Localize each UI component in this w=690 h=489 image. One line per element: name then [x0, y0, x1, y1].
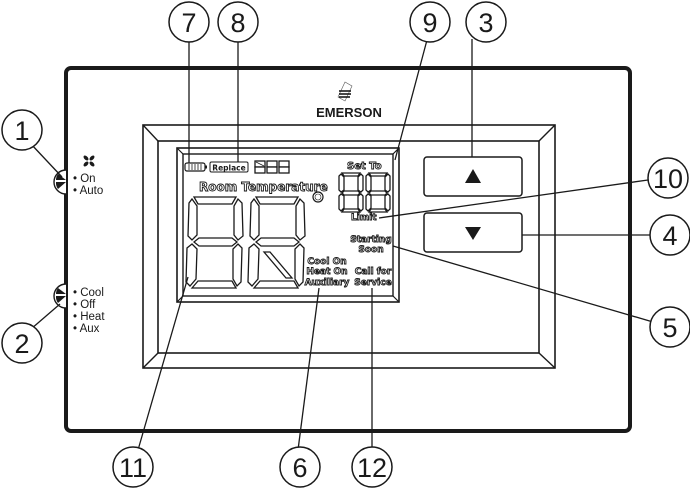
svg-text:8: 8 — [230, 8, 245, 38]
svg-text:1: 1 — [14, 116, 29, 146]
callout-8: 8 — [217, 1, 259, 43]
callout-10: 10 — [647, 157, 689, 199]
callout-6: 6 — [279, 446, 321, 488]
svg-text:4: 4 — [662, 221, 677, 251]
svg-text:6: 6 — [292, 453, 307, 483]
svg-text:12: 12 — [357, 453, 387, 483]
down-arrow-icon — [465, 227, 481, 240]
callout-12: 12 — [351, 446, 393, 488]
svg-text:7: 7 — [181, 8, 196, 38]
system-option-aux: • Aux — [73, 323, 100, 335]
svg-text:3: 3 — [478, 8, 493, 38]
fan-option-auto: • Auto — [73, 185, 103, 197]
heat-on-label: Heat On — [306, 267, 347, 277]
down-button[interactable] — [423, 212, 523, 253]
callout-7: 7 — [168, 1, 210, 43]
starting-soon-line1: Starting — [350, 235, 392, 245]
svg-text:2: 2 — [14, 329, 29, 359]
callout-5: 5 — [649, 306, 690, 348]
svg-text:5: 5 — [662, 313, 677, 343]
svg-text:11: 11 — [119, 453, 147, 483]
replace-indicator: Replace — [209, 161, 249, 173]
system-option-heat: • Heat — [73, 311, 105, 323]
fan-option-on: • On — [73, 173, 96, 185]
call-for-service-line2: Service — [354, 278, 391, 288]
battery-icon — [184, 162, 207, 172]
replace-label: Replace — [212, 164, 245, 173]
fan-icon — [83, 155, 95, 167]
system-option-cool: • Cool — [73, 287, 104, 299]
call-for-service-line1: Call for — [355, 267, 392, 277]
starting-soon-line2: Soon — [358, 245, 383, 255]
emerson-logo: EMERSON — [316, 81, 382, 120]
system-switch[interactable] — [53, 283, 67, 309]
system-option-off: • Off — [73, 299, 96, 311]
brand-name: EMERSON — [316, 105, 382, 120]
digit-1 — [185, 196, 244, 289]
svg-text:9: 9 — [422, 8, 437, 38]
callout-3: 3 — [465, 1, 507, 43]
room-temperature-digits — [185, 196, 306, 289]
thermostat-body — [64, 66, 632, 433]
degree-symbol — [312, 191, 324, 203]
callout-9: 9 — [409, 1, 451, 43]
auxiliary-label: Auxiliary — [305, 278, 350, 288]
lcd-frame — [176, 147, 400, 303]
callout-1: 1 — [1, 109, 43, 151]
cool-on-label: Cool On — [307, 257, 346, 267]
set-to-label: Set To — [347, 161, 382, 172]
callout-4: 4 — [649, 214, 690, 256]
set-to-digits — [338, 172, 391, 213]
up-arrow-icon — [465, 169, 481, 183]
bezel-frame — [142, 124, 556, 369]
svg-text:10: 10 — [653, 164, 683, 194]
up-button[interactable] — [423, 156, 523, 197]
fan-switch[interactable] — [53, 169, 67, 195]
callout-2: 2 — [1, 322, 43, 364]
callout-leaders — [30, 39, 654, 451]
room-temperature-label: Room Temperature — [199, 180, 328, 194]
callout-11: 11 — [112, 446, 154, 488]
code-digits-display — [254, 160, 290, 174]
limit-label: Limit — [351, 213, 377, 223]
digit-2 — [247, 196, 306, 289]
emerson-logo-icon — [337, 81, 353, 102]
